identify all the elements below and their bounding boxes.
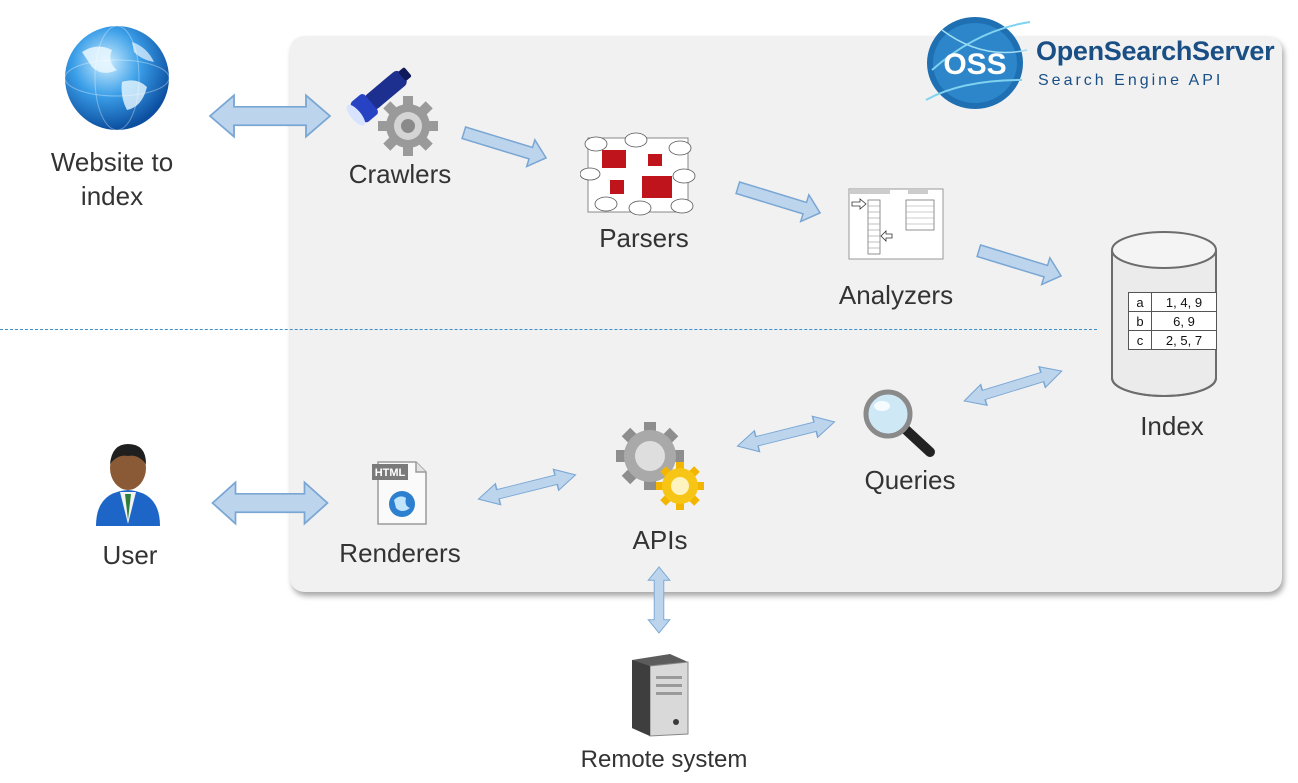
- renderers-label: Renderers: [339, 538, 461, 568]
- logo-title: OpenSearchServer: [1036, 36, 1275, 66]
- arrow-analyzers-index: [976, 244, 1063, 286]
- section-divider: [0, 329, 1097, 330]
- server-tower-icon: [632, 654, 689, 737]
- user-icon: [96, 444, 160, 526]
- arrow-renderers-apis: [475, 463, 579, 511]
- parser-diagram-icon: [580, 132, 696, 216]
- crawlers-label: Crawlers: [348, 159, 452, 189]
- arrow-queries-index: [960, 360, 1066, 412]
- arrow-apis-queries: [734, 410, 838, 458]
- parsers-label: Parsers: [599, 223, 689, 253]
- arrow-apis-remote: [647, 566, 671, 634]
- index-table: a 1, 4, 9 b 6, 9 c 2, 5, 7: [1128, 292, 1217, 350]
- website-label: Website to index: [40, 146, 184, 214]
- website-label-line1: Website to: [50, 147, 174, 177]
- oss-globe-icon: OSS: [925, 17, 1031, 109]
- index-label: Index: [1140, 411, 1204, 441]
- index-values: 2, 5, 7: [1151, 330, 1217, 350]
- index-key: c: [1128, 330, 1152, 350]
- analyzer-document-icon: [848, 188, 944, 260]
- globe-icon: [64, 25, 170, 131]
- arrow-parsers-analyzers: [735, 181, 822, 223]
- index-row: a 1, 4, 9: [1128, 292, 1217, 312]
- flashlight-gear-icon: [346, 67, 438, 156]
- user-label: User: [102, 540, 158, 570]
- index-row: b 6, 9: [1128, 311, 1217, 331]
- index-values: 6, 9: [1151, 311, 1217, 331]
- oss-logo: OSS OpenSearchServer Search Engine API: [922, 10, 1275, 114]
- arrow-crawlers-parsers: [461, 126, 548, 168]
- index-row: c 2, 5, 7: [1128, 330, 1217, 350]
- arrow-user-renderers: [211, 481, 329, 525]
- apis-label: APIs: [632, 525, 688, 555]
- queries-label: Queries: [864, 465, 956, 495]
- svg-text:OSS: OSS: [943, 48, 1006, 81]
- index-values: 1, 4, 9: [1151, 292, 1217, 312]
- gears-icon: [616, 422, 704, 510]
- svg-text:HTML: HTML: [375, 467, 406, 479]
- remote-system-label: Remote system: [580, 746, 748, 773]
- logo-subtitle: Search Engine API: [1038, 72, 1224, 89]
- index-key: a: [1128, 292, 1152, 312]
- magnifier-icon: [863, 389, 935, 457]
- index-key: b: [1128, 311, 1152, 331]
- arrow-website-crawlers: [209, 94, 331, 138]
- website-label-line2: index: [80, 180, 144, 211]
- html-document-icon: HTML: [372, 461, 427, 525]
- analyzers-label: Analyzers: [838, 280, 954, 310]
